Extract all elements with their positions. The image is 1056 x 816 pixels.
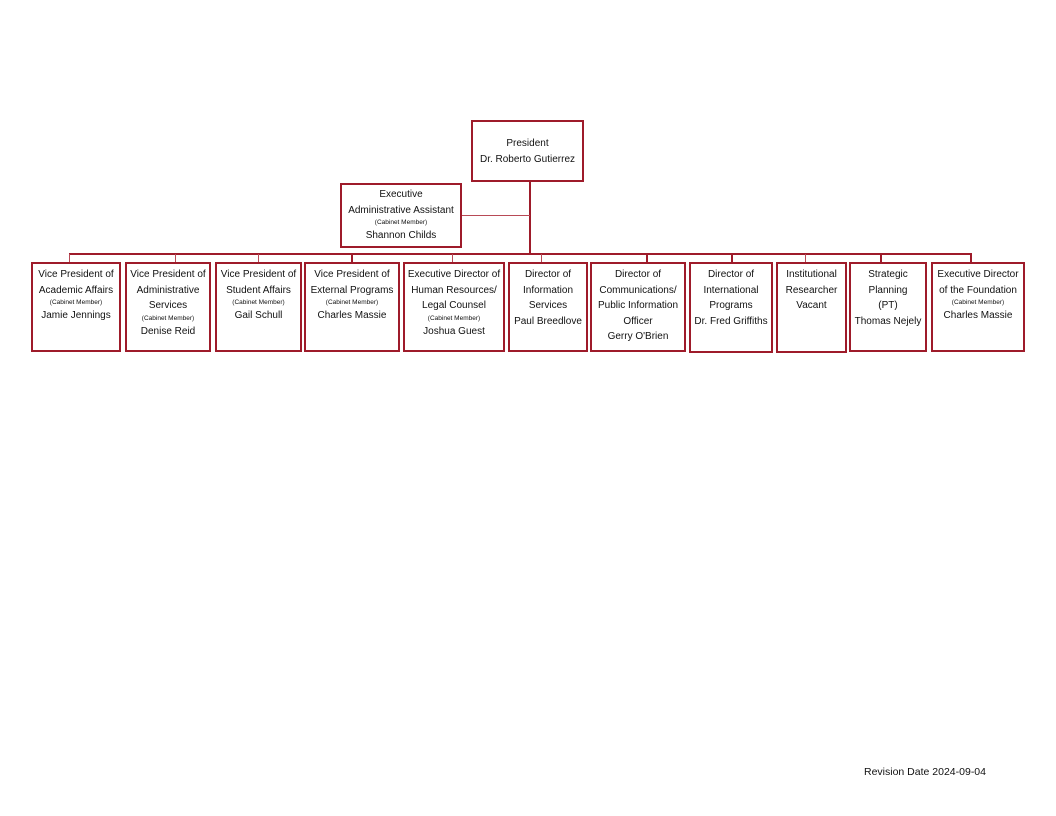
- unit-title: Executive Director of Human Resources/ L…: [407, 269, 501, 311]
- unit-title: Director of Communications/ Public Infor…: [597, 269, 679, 327]
- president-name: Dr. Roberto Gutierrez: [479, 153, 576, 165]
- unit-title: Institutional Researcher: [785, 269, 838, 296]
- unit-title: Vice President of Administrative Service…: [130, 269, 206, 311]
- unit-name: Joshua Guest: [423, 325, 485, 337]
- unit-name: Denise Reid: [140, 325, 196, 337]
- unit-cabinet-note: (Cabinet Member): [232, 299, 285, 306]
- unit-name: Dr. Fred Griffiths: [694, 315, 768, 327]
- assistant-cabinet-note: (Cabinet Member): [374, 219, 428, 226]
- unit-cabinet-note: (Cabinet Member): [49, 299, 103, 306]
- assistant-name: Shannon Childs: [365, 230, 437, 241]
- drop-line-8: [731, 254, 733, 262]
- unit-cabinet-note: (Cabinet Member): [951, 299, 1005, 306]
- drop-line-5: [452, 254, 453, 262]
- unit-title: Vice President of Student Affairs: [220, 269, 297, 296]
- drop-line-6: [541, 254, 542, 262]
- unit-title: Director of International Programs: [703, 269, 759, 311]
- assistant-box: Executive Administrative Assistant (Cabi…: [340, 183, 462, 248]
- unit-name: Thomas Nejely: [854, 315, 922, 327]
- revision-date: Revision Date 2024-09-04: [864, 766, 986, 778]
- unit-box-academic-affairs: Vice President of Academic Affairs (Cabi…: [31, 262, 121, 352]
- unit-cabinet-note: (Cabinet Member): [325, 299, 379, 306]
- horizontal-bus-line: [69, 253, 972, 255]
- unit-title: Vice President of Academic Affairs: [38, 269, 114, 296]
- unit-box-institutional-researcher: Institutional Researcher Vacant: [776, 262, 847, 353]
- unit-name: Charles Massie: [943, 310, 1013, 321]
- drop-line-11: [970, 254, 972, 262]
- unit-box-external-programs: Vice President of External Programs (Cab…: [304, 262, 400, 352]
- drop-line-9: [805, 254, 806, 262]
- unit-box-human-resources: Executive Director of Human Resources/ L…: [403, 262, 505, 352]
- unit-box-international-programs: Director of International Programs Dr. F…: [689, 262, 773, 353]
- unit-name: Paul Breedlove: [514, 315, 582, 327]
- drop-line-1: [69, 254, 70, 262]
- drop-line-7: [646, 254, 648, 262]
- unit-title: Director of Information Services: [522, 269, 574, 311]
- unit-title: Strategic Planning (PT): [868, 269, 908, 311]
- unit-cabinet-note: (Cabinet Member): [141, 314, 195, 322]
- assistant-connector: [461, 215, 530, 216]
- drop-line-2: [175, 254, 176, 262]
- drop-line-3: [258, 254, 259, 262]
- unit-name: Vacant: [796, 300, 827, 311]
- unit-name: Jamie Jennings: [41, 310, 111, 321]
- assistant-title: Executive Administrative Assistant: [348, 189, 454, 216]
- unit-title: Vice President of External Programs: [310, 269, 394, 296]
- unit-title: Executive Director of the Foundation: [937, 269, 1019, 296]
- unit-box-student-affairs: Vice President of Student Affairs (Cabin…: [215, 262, 302, 352]
- unit-cabinet-note: (Cabinet Member): [427, 314, 481, 322]
- unit-box-information-services: Director of Information Services Paul Br…: [508, 262, 588, 352]
- president-vertical-connector: [529, 181, 531, 254]
- president-title: President: [506, 138, 549, 149]
- unit-box-foundation: Executive Director of the Foundation (Ca…: [931, 262, 1025, 352]
- president-box: President Dr. Roberto Gutierrez: [471, 120, 584, 182]
- unit-box-strategic-planning: Strategic Planning (PT) Thomas Nejely: [849, 262, 927, 352]
- unit-name: Charles Massie: [317, 310, 387, 321]
- drop-line-10: [880, 254, 882, 262]
- unit-name: Gerry O'Brien: [607, 331, 669, 342]
- unit-name: Gail Schull: [234, 310, 283, 321]
- drop-line-4: [351, 254, 353, 262]
- unit-box-administrative-services: Vice President of Administrative Service…: [125, 262, 211, 352]
- unit-box-communications: Director of Communications/ Public Infor…: [590, 262, 686, 352]
